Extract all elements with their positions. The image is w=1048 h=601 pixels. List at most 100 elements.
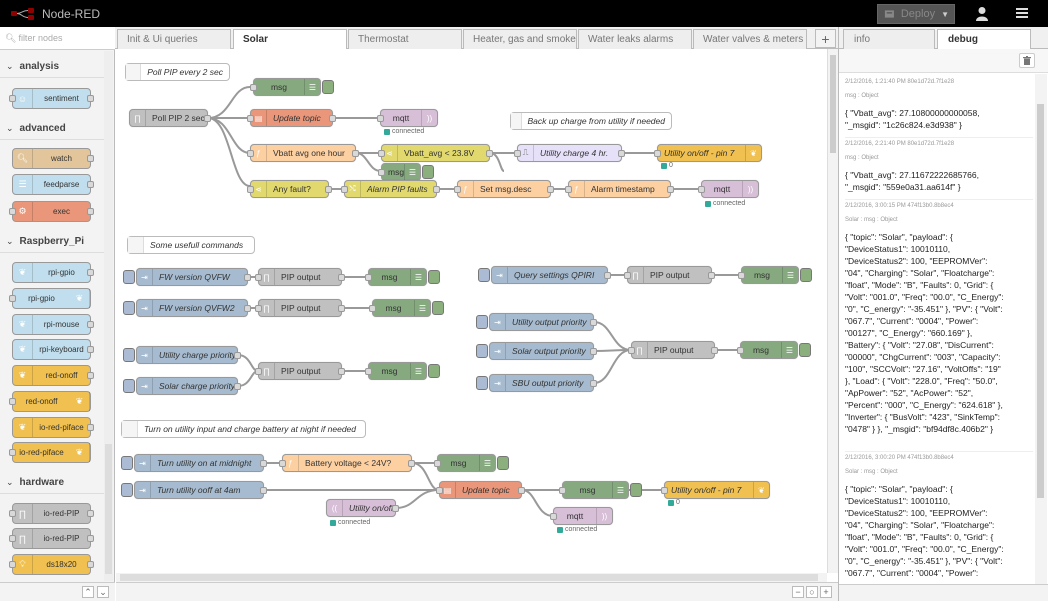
- tab-water-leaks[interactable]: Water leaks alarms: [578, 29, 692, 49]
- inject-button[interactable]: [476, 315, 488, 329]
- tab-water-valves[interactable]: Water valves & meters: [693, 29, 807, 49]
- inject-button[interactable]: [476, 344, 488, 358]
- debug-message[interactable]: 2/12/2016, 2:21:40 PM 80e1d72d.7f1e28 ms…: [845, 140, 1033, 200]
- palette-node-io-red-pip-in[interactable]: ∏io-red-PIP: [9, 503, 94, 524]
- palette-category-advanced[interactable]: ⌄advanced: [0, 118, 104, 140]
- palette-node-io-red-piface-in[interactable]: ❦io-red-piface: [12, 417, 94, 438]
- node-msg-debug-4[interactable]: msg☰: [369, 299, 444, 317]
- node-mqtt-out-3[interactable]: mqtt)): [550, 507, 613, 525]
- comment-useful-commands[interactable]: Some usefull commands: [127, 236, 255, 254]
- node-sbu-output-priority[interactable]: ⇥SBU output priority: [476, 374, 597, 392]
- palette-node-feedparse[interactable]: ☰feedparse: [12, 174, 94, 195]
- palette-scrollbar[interactable]: [104, 51, 113, 581]
- zoom-out-button[interactable]: −: [792, 586, 804, 598]
- debug-toggle[interactable]: [630, 483, 642, 497]
- palette-node-io-red-piface-out[interactable]: io-red-piface❦: [9, 442, 91, 463]
- node-util-on-midnight[interactable]: ⇥Turn utility on at midnight: [121, 454, 267, 472]
- tab-thermostat[interactable]: Thermostat: [348, 29, 462, 49]
- inject-button[interactable]: [123, 348, 135, 362]
- expand-down-icon[interactable]: ⌄: [97, 586, 109, 598]
- node-utility-onoff-7-b[interactable]: Utility on/off - pin 7❦: [661, 481, 770, 499]
- inject-button[interactable]: [478, 268, 490, 282]
- palette-node-watch[interactable]: 🔍︎watch: [12, 148, 94, 169]
- palette-node-sentiment[interactable]: ☺sentiment: [9, 88, 94, 109]
- scrollbar-thumb[interactable]: [1037, 104, 1044, 498]
- node-msg-debug-6[interactable]: msg☰: [738, 266, 812, 284]
- tab-solar[interactable]: Solar: [233, 29, 347, 50]
- node-solar-charge-priority[interactable]: ⇥Solar charge priority: [123, 377, 241, 395]
- debug-toggle[interactable]: [800, 268, 812, 282]
- tab-heater-gas-smoke[interactable]: Heater, gas and smoke al: [463, 29, 577, 49]
- palette-node-rpi-mouse[interactable]: ❦rpi-mouse: [12, 314, 94, 335]
- node-alarm-pip-faults[interactable]: ⤭Alarm PIP faults: [341, 180, 440, 198]
- palette-node-ds18x20[interactable]: 💡︎ds18x20: [9, 554, 94, 575]
- node-pip-output-5[interactable]: ∏PIP output: [628, 341, 718, 359]
- node-utility-onoff-7-a[interactable]: Utility on/off - pin 7❦: [654, 144, 762, 162]
- node-mqtt-out-2[interactable]: mqtt)): [698, 180, 759, 198]
- palette-node-red-onoff-in[interactable]: ❦red-onoff: [12, 365, 94, 386]
- caret-down-icon[interactable]: ▼: [941, 9, 949, 19]
- palette-category-analysis[interactable]: ⌄analysis: [0, 56, 104, 78]
- node-utility-charge[interactable]: ⎍Utility charge 4 hr.: [514, 144, 625, 162]
- node-vbatt-switch[interactable]: ⋖Vbatt_avg < 23.8V: [378, 144, 493, 162]
- flow-workspace[interactable]: Poll PIP every 2 sec Back up charge from…: [116, 49, 826, 573]
- node-solar-output-priority[interactable]: ⇥Solar output priority: [476, 342, 597, 360]
- palette-node-rpi-gpio-out[interactable]: rpi-gpio❦: [9, 288, 91, 309]
- node-any-fault[interactable]: ⋖Any fault?: [247, 180, 332, 198]
- inject-button[interactable]: [123, 301, 135, 315]
- inject-button[interactable]: [476, 376, 488, 390]
- sidebar-tab-info[interactable]: info: [843, 29, 935, 49]
- node-mqtt-out-1[interactable]: mqtt)): [377, 109, 438, 127]
- zoom-in-button[interactable]: +: [820, 586, 832, 598]
- hamburger-menu-icon[interactable]: [1016, 7, 1028, 19]
- node-fw-qvfw2[interactable]: ⇥FW version QVFW2: [123, 299, 251, 317]
- user-icon[interactable]: [975, 6, 989, 21]
- node-fw-qvfw[interactable]: ⇥FW version QVFW: [123, 268, 251, 286]
- debug-toggle[interactable]: [432, 301, 444, 315]
- palette-category-hardware[interactable]: ⌄hardware: [0, 472, 104, 494]
- node-pip-output-4[interactable]: ∏PIP output: [624, 266, 715, 284]
- palette-category-raspberry-pi[interactable]: ⌄Raspberry_Pi: [0, 231, 104, 253]
- node-pip-output-3[interactable]: ∏PIP output: [255, 362, 345, 380]
- inject-button[interactable]: [121, 456, 133, 470]
- node-pip-output-1[interactable]: ∏PIP output: [255, 268, 345, 286]
- comment-backup-charge[interactable]: Back up charge from utility if needed: [510, 112, 672, 130]
- comment-poll-pip[interactable]: Poll PIP every 2 sec: [125, 63, 230, 81]
- workspace-horizontal-scrollbar[interactable]: [116, 573, 827, 582]
- node-poll-pip[interactable]: ∏Poll PIP 2 sec: [129, 109, 211, 127]
- node-msg-debug-8[interactable]: msg☰: [434, 454, 509, 472]
- scrollbar-thumb[interactable]: [105, 444, 112, 574]
- node-msg-debug-9[interactable]: msg☰: [559, 481, 642, 499]
- debug-message[interactable]: 2/12/2016, 3:00:20 PM 474f13b0.8b8ec4 So…: [845, 454, 1033, 584]
- deploy-button[interactable]: Deploy ▼: [877, 4, 955, 24]
- node-utility-output-priority[interactable]: ⇥Utility output priority: [476, 313, 597, 331]
- node-msg-debug-3[interactable]: msg☰: [365, 268, 440, 286]
- zoom-reset-button[interactable]: ○: [806, 586, 818, 598]
- inject-button[interactable]: [123, 379, 135, 393]
- node-query-qpiri[interactable]: ⇥Query settings QPIRI: [478, 266, 611, 284]
- debug-scrollbar[interactable]: [1035, 74, 1047, 584]
- collapse-up-icon[interactable]: ⌃: [82, 586, 94, 598]
- debug-message[interactable]: 2/12/2016, 3:00:15 PM 474f13b0.8b8ec4 So…: [845, 202, 1033, 452]
- node-utility-charge-priority[interactable]: ⇥Utility charge priority: [123, 346, 241, 364]
- debug-toggle[interactable]: [428, 270, 440, 284]
- node-msg-debug-7[interactable]: msg☰: [737, 341, 811, 359]
- debug-toggle[interactable]: [497, 456, 509, 470]
- node-msg-debug-5[interactable]: msg☰: [365, 362, 440, 380]
- tab-init-ui-queries[interactable]: Init & Ui queries: [117, 29, 231, 49]
- debug-message[interactable]: 2/12/2016, 1:21:40 PM 80e1d72d.7f1e28 ms…: [845, 78, 1033, 138]
- palette-node-io-red-pip-out[interactable]: ∏io-red-PIP: [9, 528, 94, 549]
- inject-button[interactable]: [121, 483, 133, 497]
- sidebar-tab-debug[interactable]: debug: [937, 29, 1031, 49]
- debug-toggle[interactable]: [422, 165, 434, 179]
- palette-search-input[interactable]: 🔍︎filter nodes: [0, 27, 115, 50]
- scrollbar-thumb[interactable]: [830, 55, 836, 153]
- debug-toggle[interactable]: [799, 343, 811, 357]
- debug-toggle[interactable]: [322, 80, 334, 94]
- node-msg-debug-2[interactable]: msg☰: [378, 163, 434, 181]
- node-update-topic-2[interactable]: ▤Update topic: [436, 481, 525, 499]
- node-msg-debug-1[interactable]: msg☰: [250, 78, 334, 96]
